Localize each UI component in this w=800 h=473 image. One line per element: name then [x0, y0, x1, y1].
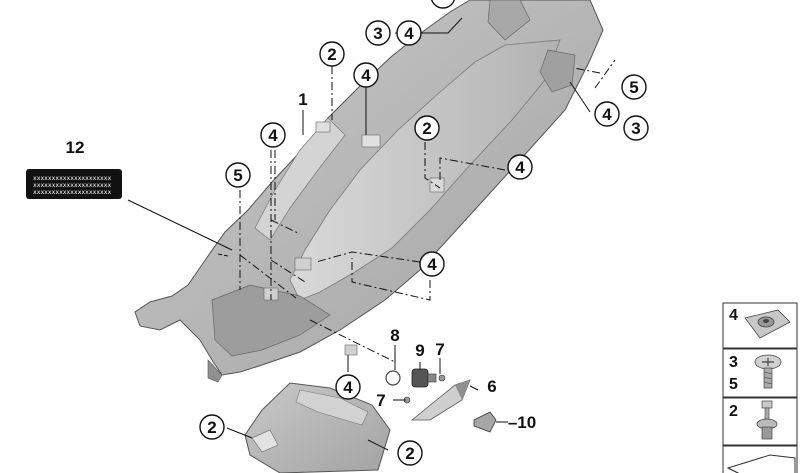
callout-4-upper: 4: [353, 62, 379, 88]
legend-label: 5: [729, 376, 738, 393]
part-label-1: 1: [298, 90, 307, 109]
callout-label: 3: [631, 119, 640, 138]
label-line: xxxxxxxxxxxxxxxxxxxxx: [33, 175, 112, 182]
hardware-legend: 4 3 5 2: [722, 302, 798, 473]
label-line: xxxxxxxxxxxxxxxxxxxxx: [33, 182, 112, 189]
label-line: xxxxxxxxxxxxxxxxxxxxx: [33, 189, 112, 196]
callout-label: 2: [207, 418, 216, 437]
legend-label: 4: [729, 307, 738, 324]
part-label-12: 12: [66, 138, 85, 157]
callout-label: 5: [629, 78, 638, 97]
callout-3-right: 3: [623, 115, 649, 141]
callout-4-top: 4: [396, 20, 422, 46]
legend-label: 3: [729, 354, 738, 371]
part-label-9: 9: [415, 341, 424, 360]
callout-label: 5: [233, 166, 242, 185]
part-label-6: 6: [487, 377, 496, 396]
callout-5-left: 5: [225, 162, 251, 188]
callout-4-right: 4: [594, 101, 620, 127]
part-label-10: –10: [508, 413, 536, 432]
lower-cover: [244, 382, 391, 473]
plastic-rivet-icon: [756, 400, 778, 440]
callout-label: 4: [515, 158, 525, 177]
plain-labels: 1 12 8 9 7 6 7 –10: [66, 90, 537, 432]
callout-label: 4: [602, 105, 612, 124]
callout-label: 2: [422, 119, 431, 138]
callout-2-mid: 2: [414, 115, 440, 141]
callout-label: 4: [404, 24, 414, 43]
callout-2-bl: 2: [199, 414, 225, 440]
callout-label: 2: [405, 444, 414, 463]
small-hardware: [385, 368, 497, 433]
callout-4-mid: 4: [507, 154, 533, 180]
part-label-7a: 7: [435, 340, 444, 359]
part-label-8: 8: [390, 326, 399, 345]
callout-label: 4: [268, 126, 278, 145]
callout-4-left: 4: [260, 122, 286, 148]
callout-5-right: 5: [621, 74, 647, 100]
callout-label: 3: [373, 24, 382, 43]
callout-2-upper: 2: [319, 41, 345, 67]
callout-3-topleft: 3: [365, 20, 391, 46]
reflector-part: [410, 379, 471, 421]
part-label-7b: 7: [376, 391, 385, 410]
callouts: 3 4 2 4 5 4 3 4 2 4 5 4 4 2 2: [199, 0, 649, 466]
callout-3-top: [430, 0, 456, 9]
leader-lines: [127, 17, 616, 451]
callout-label: 4: [343, 378, 353, 397]
clip-nut-icon: [744, 309, 791, 339]
callout-label: 2: [327, 45, 336, 64]
callout-label: 4: [427, 255, 437, 274]
legend-label: 2: [729, 403, 738, 420]
label-sticker: xxxxxxxxxxxxxxxxxxxxx xxxxxxxxxxxxxxxxxx…: [26, 169, 122, 199]
callout-2-br: 2: [397, 440, 423, 466]
rear-mudguard: [134, 0, 604, 383]
callout-4-lower: 4: [419, 251, 445, 277]
arrow-icon: [726, 454, 796, 473]
callout-label: 4: [361, 66, 371, 85]
flange-screw-icon: [754, 354, 782, 389]
callout-4-bottom: 4: [335, 374, 361, 400]
